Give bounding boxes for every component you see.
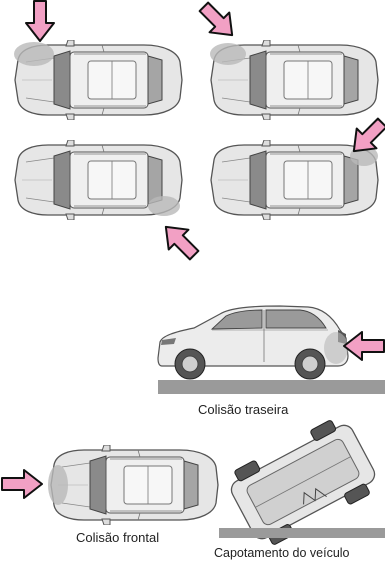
car-top-view-icon [14,40,184,120]
rollover-caption: Capotamento do veículo [214,546,350,560]
rear-collision-panel [150,296,385,396]
impact-arrow-icon [346,122,385,152]
frontal-impact-offset-panel [200,40,380,120]
rear-collision-caption: Colisão traseira [198,402,289,417]
impact-arrow-icon [0,469,44,499]
frontal-collision-panel [40,445,220,525]
rear-impact-corner-panel [4,140,184,220]
rollover-panel [215,420,385,548]
car-top-view-icon [210,40,380,120]
impact-arrow-icon [16,0,60,30]
impact-arrow-icon [196,6,240,36]
car-side-view-icon [157,305,385,394]
car-overturned-icon [219,420,385,545]
frontal-collision-caption: Colisão frontal [76,530,160,545]
car-top-view-icon [4,140,184,220]
frontal-impact-top-left-panel [4,40,184,120]
impact-arrow-icon [158,226,202,256]
impact-arrow-icon [342,331,385,361]
car-top-view-icon [48,445,220,525]
